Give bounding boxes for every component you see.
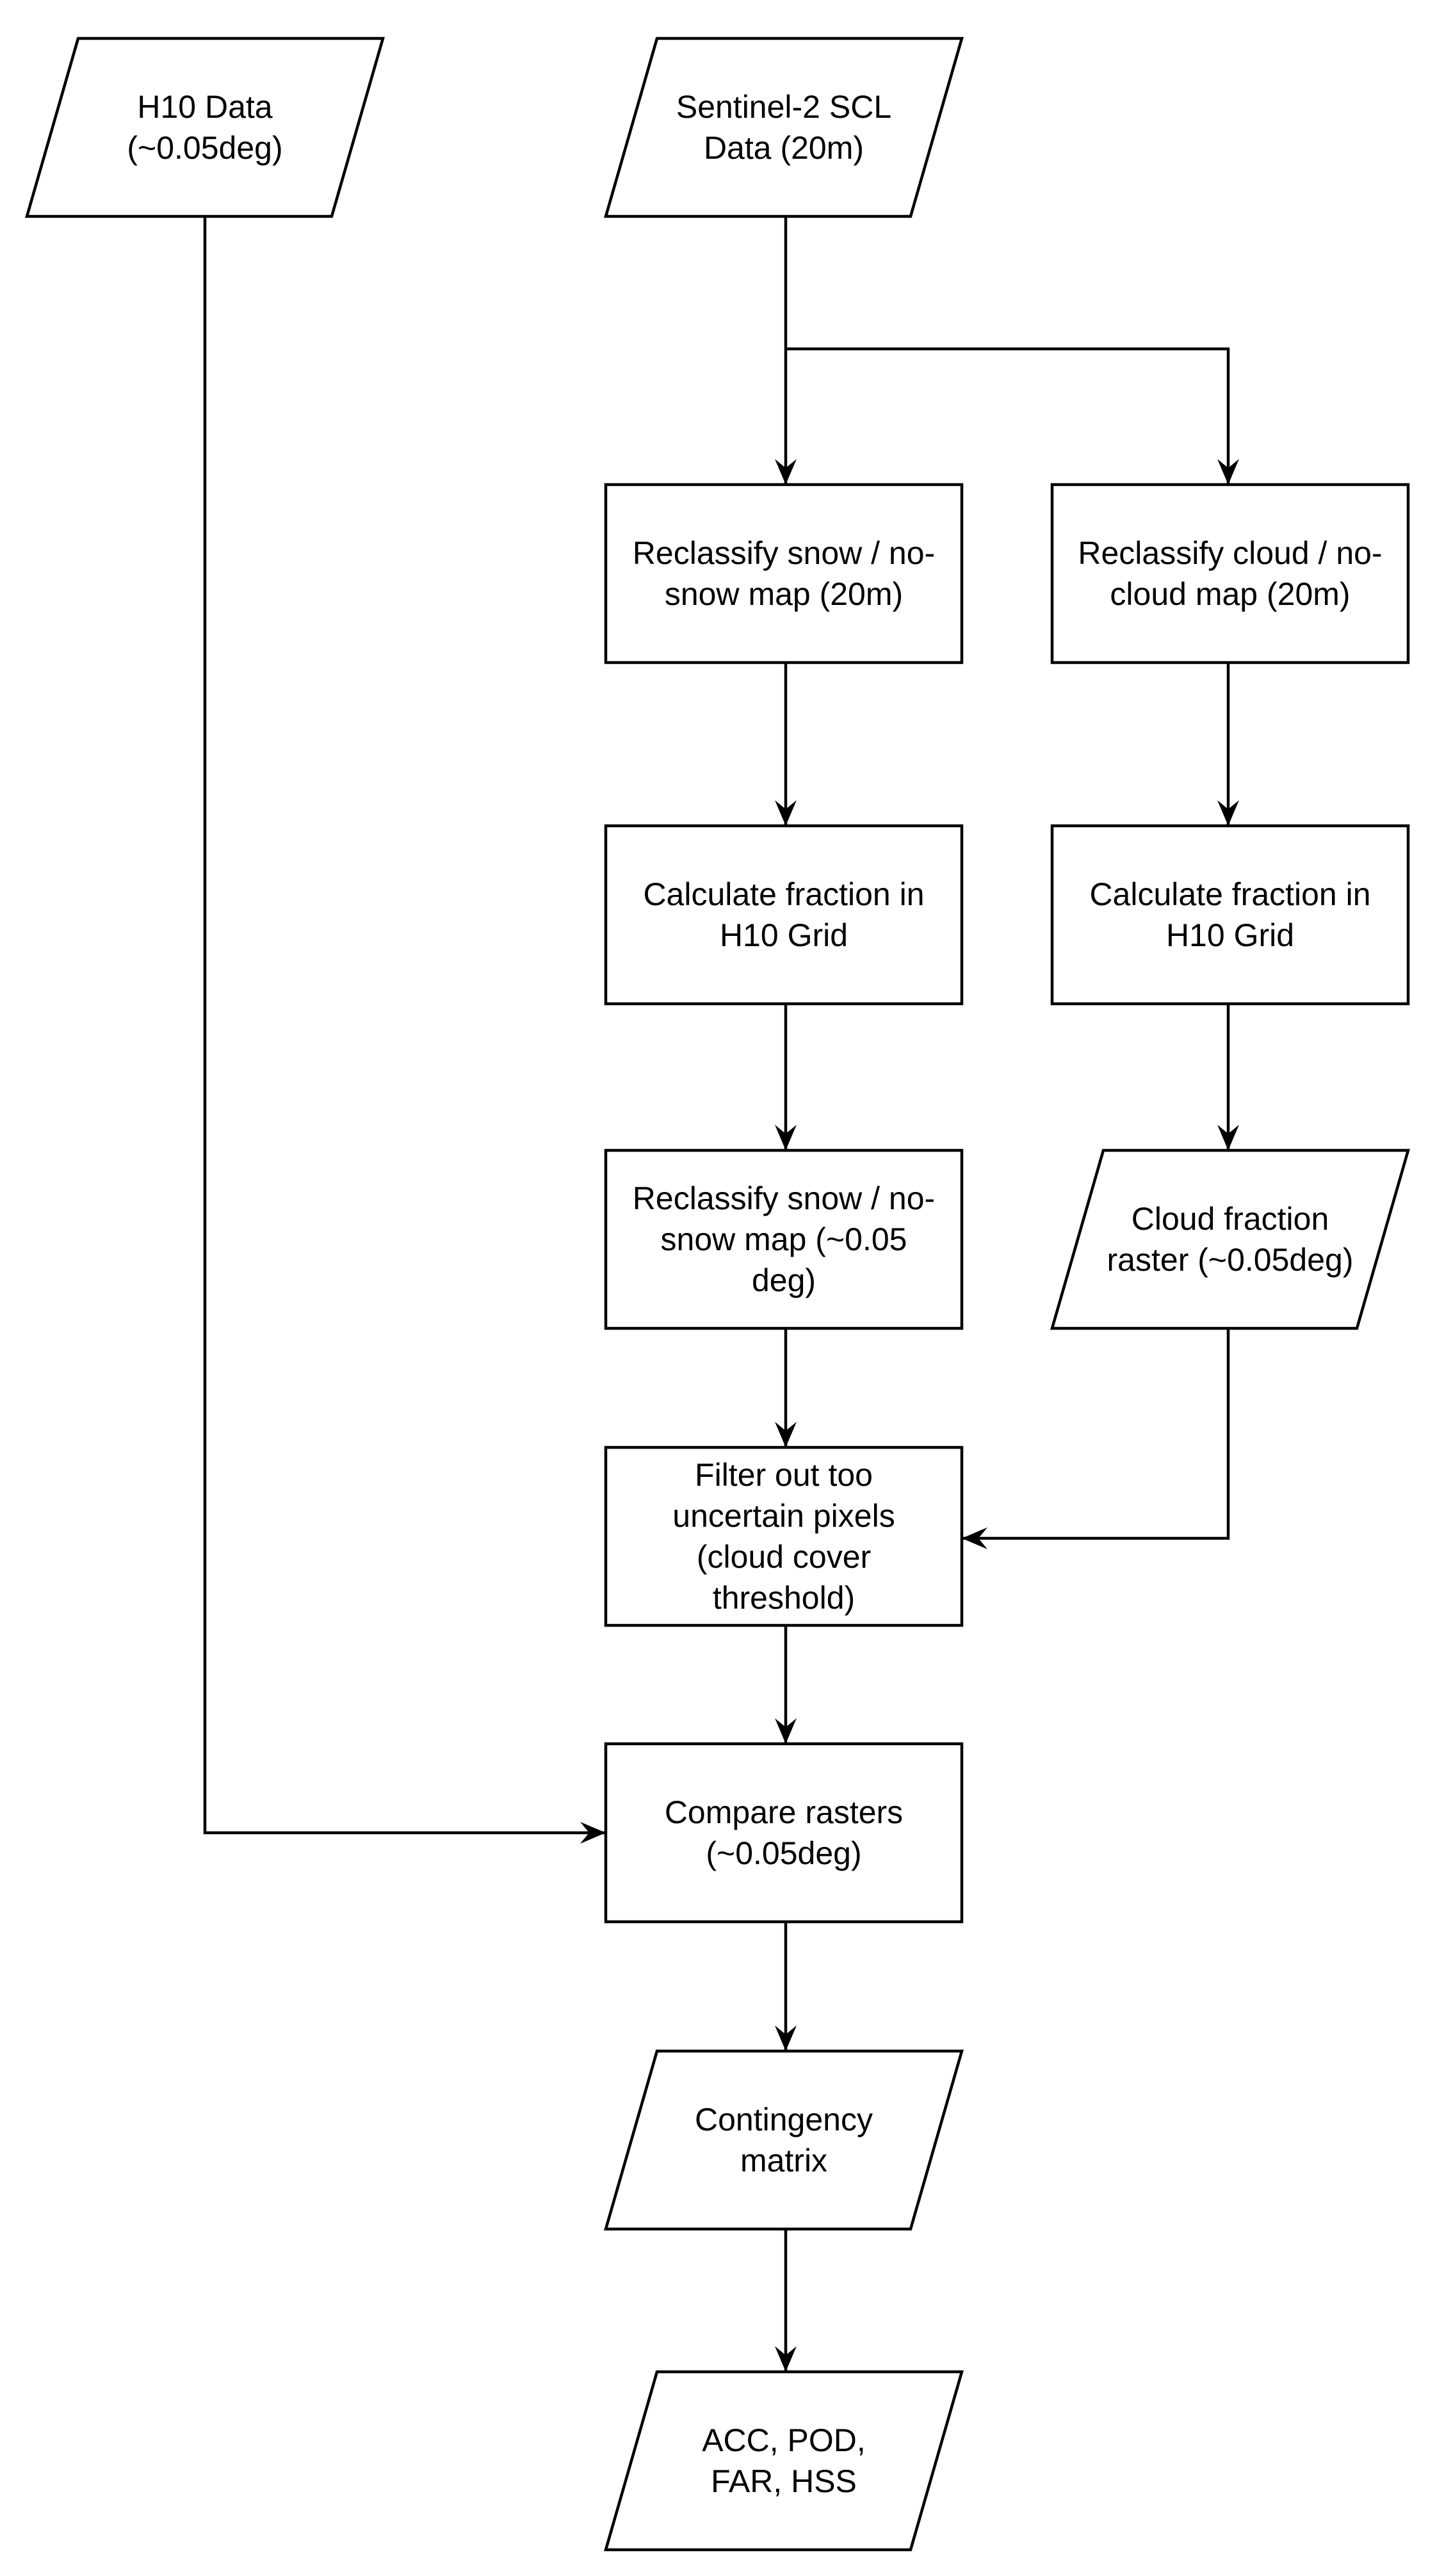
arrowhead-icon bbox=[1217, 1125, 1239, 1150]
arrow-calc-fraction-snow-to-reclassify-snow-005 bbox=[775, 1004, 797, 1150]
node-contingency-matrix: Contingency matrix bbox=[604, 2049, 964, 2231]
node-sentinel-data: Sentinel-2 SCL Data (20m) bbox=[604, 36, 964, 218]
arrow-filter-uncertain-to-compare-rasters bbox=[775, 1625, 797, 1744]
node-label-line: (~0.05deg) bbox=[127, 130, 282, 166]
arrowhead-icon bbox=[775, 2346, 797, 2372]
node-compare-rasters: Compare rasters (~0.05deg) bbox=[604, 1742, 964, 1924]
arrowhead-icon bbox=[775, 1422, 797, 1447]
node-label-line: Contingency bbox=[695, 2102, 873, 2137]
data-parallelogram bbox=[604, 2370, 964, 2552]
node-label-line: Reclassify snow / no- bbox=[633, 535, 935, 571]
node-label-line: cloud map (20m) bbox=[1110, 576, 1350, 612]
arrowhead-icon bbox=[1217, 459, 1239, 485]
arrowhead-icon bbox=[775, 800, 797, 826]
process-box bbox=[604, 824, 964, 1006]
arrow-cloud-fraction-raster-to-filter-uncertain bbox=[962, 1328, 1230, 1549]
node-calc-fraction-snow: Calculate fraction in H10 Grid bbox=[604, 824, 964, 1006]
node-label-line: Compare rasters bbox=[665, 1794, 903, 1830]
arrow-calc-fraction-cloud-to-cloud-fraction-raster bbox=[1217, 1004, 1239, 1150]
node-label-line: H10 Grid bbox=[720, 917, 848, 953]
arrowhead-icon bbox=[962, 1527, 987, 1549]
arrowhead-icon bbox=[775, 1125, 797, 1150]
arrow-compare-rasters-to-contingency-matrix bbox=[775, 1922, 797, 2051]
node-label-line: FAR, HSS bbox=[711, 2463, 857, 2499]
arrow-h10-data-to-compare-rasters bbox=[203, 216, 606, 1844]
node-h10-data: H10 Data (~0.05deg) bbox=[25, 36, 385, 218]
node-label-line: Cloud fraction bbox=[1132, 1201, 1329, 1237]
node-label-line: (~0.05deg) bbox=[706, 1835, 861, 1871]
process-box bbox=[604, 1445, 964, 1627]
node-label-line: deg) bbox=[752, 1262, 816, 1298]
arrowhead-icon bbox=[1217, 800, 1239, 826]
data-parallelogram bbox=[604, 2049, 964, 2231]
node-label-line: matrix bbox=[740, 2143, 827, 2178]
process-box bbox=[604, 1148, 964, 1330]
data-parallelogram bbox=[25, 36, 385, 218]
arrow-sentinel-data-to-reclassify-cloud-20m bbox=[786, 347, 1239, 485]
data-parallelogram bbox=[604, 36, 964, 218]
node-label-line: Reclassify cloud / no- bbox=[1078, 535, 1382, 571]
arrowhead-icon bbox=[775, 459, 797, 485]
process-box bbox=[604, 1742, 964, 1924]
node-reclassify-snow-20m: Reclassify snow / no-snow map (20m) bbox=[604, 483, 964, 664]
node-label-line: raster (~0.05deg) bbox=[1107, 1242, 1354, 1278]
arrowhead-icon bbox=[580, 1822, 606, 1844]
process-box bbox=[604, 483, 964, 664]
arrowhead-icon bbox=[775, 1718, 797, 1744]
connector-line bbox=[962, 1328, 1230, 1540]
node-label-line: Data (20m) bbox=[704, 130, 864, 166]
node-label-line: threshold) bbox=[713, 1580, 855, 1616]
node-label-line: Sentinel-2 SCL bbox=[676, 89, 891, 125]
arrow-sentinel-data-to-reclassify-snow-20m bbox=[775, 216, 797, 485]
connectors bbox=[203, 216, 1239, 2372]
node-label-line: snow map (~0.05 bbox=[661, 1221, 907, 1257]
connector-line bbox=[203, 216, 606, 1835]
process-box bbox=[1050, 483, 1410, 664]
node-label-line: H10 Data bbox=[137, 89, 272, 125]
node-label-line: (cloud cover bbox=[697, 1539, 871, 1575]
node-label-line: ACC, POD, bbox=[702, 2422, 866, 2458]
node-reclassify-cloud-20m: Reclassify cloud / no-cloud map (20m) bbox=[1050, 483, 1410, 664]
node-calc-fraction-cloud: Calculate fraction in H10 Grid bbox=[1050, 824, 1410, 1006]
data-parallelogram bbox=[1050, 1148, 1410, 1330]
node-filter-uncertain: Filter out too uncertain pixels (cloud cov… bbox=[604, 1445, 964, 1627]
nodes: H10 Data (~0.05deg) Sentinel-2 SCL Data (20… bbox=[25, 36, 1410, 2552]
process-box bbox=[1050, 824, 1410, 1006]
arrow-reclassify-snow-20m-to-calc-fraction-snow bbox=[775, 663, 797, 826]
node-scores: ACC, POD, FAR, HSS bbox=[604, 2370, 964, 2552]
node-label-line: Filter out too bbox=[695, 1457, 873, 1493]
node-label-line: H10 Grid bbox=[1166, 917, 1294, 953]
node-label-line: Calculate fraction in bbox=[1089, 876, 1370, 912]
connector-line bbox=[786, 347, 1230, 485]
arrow-reclassify-snow-005-to-filter-uncertain bbox=[775, 1328, 797, 1447]
node-reclassify-snow-005: Reclassify snow / no-snow map (~0.05 deg) bbox=[604, 1148, 964, 1330]
node-label-line: Reclassify snow / no- bbox=[633, 1180, 935, 1216]
arrow-reclassify-cloud-20m-to-calc-fraction-cloud bbox=[1217, 663, 1239, 826]
node-label-line: snow map (20m) bbox=[665, 576, 903, 612]
node-cloud-fraction-raster: Cloud fraction raster (~0.05deg) bbox=[1050, 1148, 1410, 1330]
arrowhead-icon bbox=[775, 2025, 797, 2051]
arrow-contingency-matrix-to-scores bbox=[775, 2229, 797, 2372]
node-label-line: uncertain pixels bbox=[672, 1498, 895, 1534]
node-label-line: Calculate fraction in bbox=[643, 876, 924, 912]
